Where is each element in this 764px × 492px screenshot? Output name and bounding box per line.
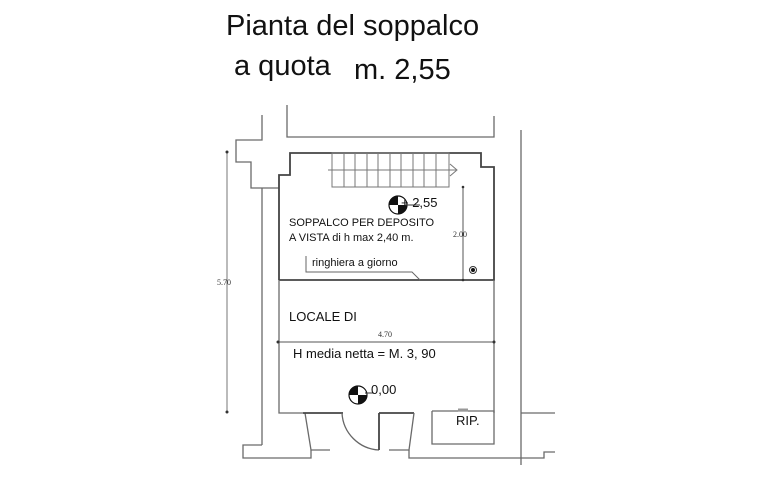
entry-right-jamb <box>389 412 415 451</box>
top-wall <box>286 105 495 138</box>
room-height-label: H media netta = M. 3, 90 <box>293 346 436 361</box>
room-outline <box>278 280 303 414</box>
column-marker <box>469 266 477 274</box>
staircase <box>328 152 458 188</box>
room-name-label: LOCALE DI <box>289 309 357 324</box>
mezzanine-depth-dimension: 2.00 <box>453 230 467 239</box>
elevation-marker-mezzanine <box>388 195 420 215</box>
mezzanine-description-line-2: A VISTA di h max 2,40 m. <box>289 232 414 244</box>
floor-elevation-label: 0,00 <box>371 382 397 397</box>
total-height-dimension: 5.70 <box>217 278 231 287</box>
title-line-1: Pianta del soppalco <box>226 10 480 42</box>
mezzanine-elevation-label: + 2,55 <box>401 195 438 210</box>
bottom-right-wall <box>408 450 521 459</box>
storage-label: RIP. <box>456 413 480 428</box>
bottom-left-wall <box>242 444 312 459</box>
railing-label: ringhiera a giorno <box>312 257 398 269</box>
door-swing <box>341 412 380 451</box>
title-line-2-value: m. 2,55 <box>354 54 451 86</box>
mezzanine-description-line-1: SOPPALCO PER DEPOSITO <box>289 217 435 229</box>
room-width-dimension: 4.70 <box>378 330 392 339</box>
mezzanine-outline <box>278 152 495 281</box>
railing-leader <box>305 256 421 281</box>
elevation-marker-floor <box>348 385 374 405</box>
storage-box <box>431 410 495 445</box>
left-outer-wall <box>235 115 279 189</box>
title-line-2-prefix: a quota <box>234 50 331 82</box>
entry-left-jamb <box>304 412 330 451</box>
